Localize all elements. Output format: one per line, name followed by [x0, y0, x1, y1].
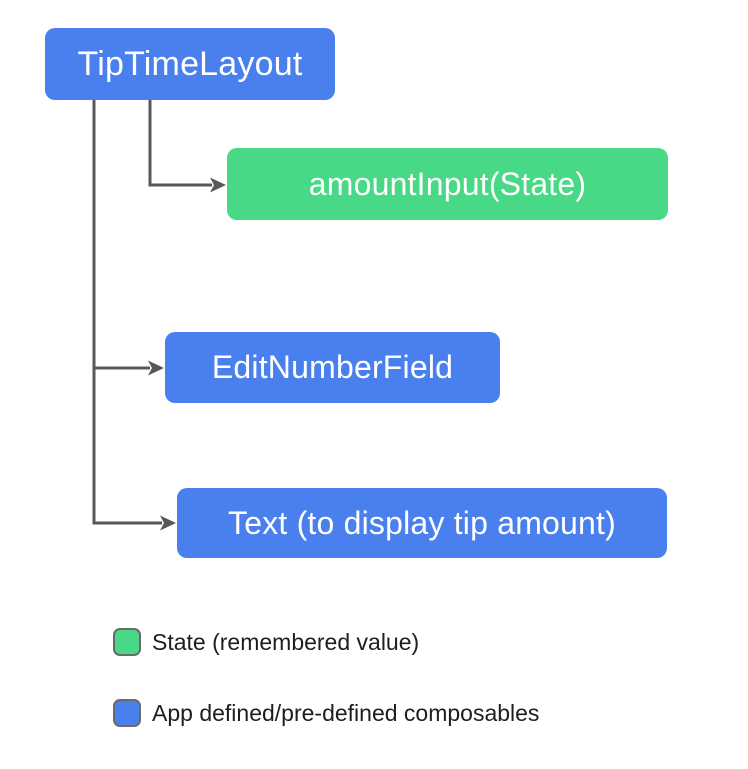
- legend-item-composables: App defined/pre-defined composables: [113, 699, 539, 727]
- node-amountinput-state: amountInput(State): [227, 148, 668, 220]
- legend-item-state: State (remembered value): [113, 628, 419, 656]
- legend-label-composables: App defined/pre-defined composables: [152, 699, 540, 726]
- node-text-display-tip-amount-label: Text (to display tip amount): [228, 504, 616, 541]
- arrowhead-amountinput: [210, 177, 226, 193]
- state-color-swatch: [113, 628, 141, 656]
- node-text-display-tip-amount: Text (to display tip amount): [177, 488, 667, 558]
- legend-label-state: State (remembered value): [152, 628, 420, 655]
- node-editnumberfield: EditNumberField: [165, 332, 500, 403]
- node-tiptimelayout: TipTimeLayout: [45, 28, 335, 100]
- node-tiptimelayout-label: TipTimeLayout: [77, 44, 303, 83]
- node-editnumberfield-label: EditNumberField: [211, 349, 454, 385]
- arrowhead-editnumberfield: [148, 360, 164, 376]
- edge-tiptimelayout-amountinput: [148, 100, 212, 187]
- composables-color-swatch: [113, 699, 141, 727]
- edge-tiptimelayout-text: [92, 100, 162, 525]
- arrowhead-text: [160, 515, 176, 531]
- node-amountinput-state-label: amountInput(State): [308, 165, 587, 202]
